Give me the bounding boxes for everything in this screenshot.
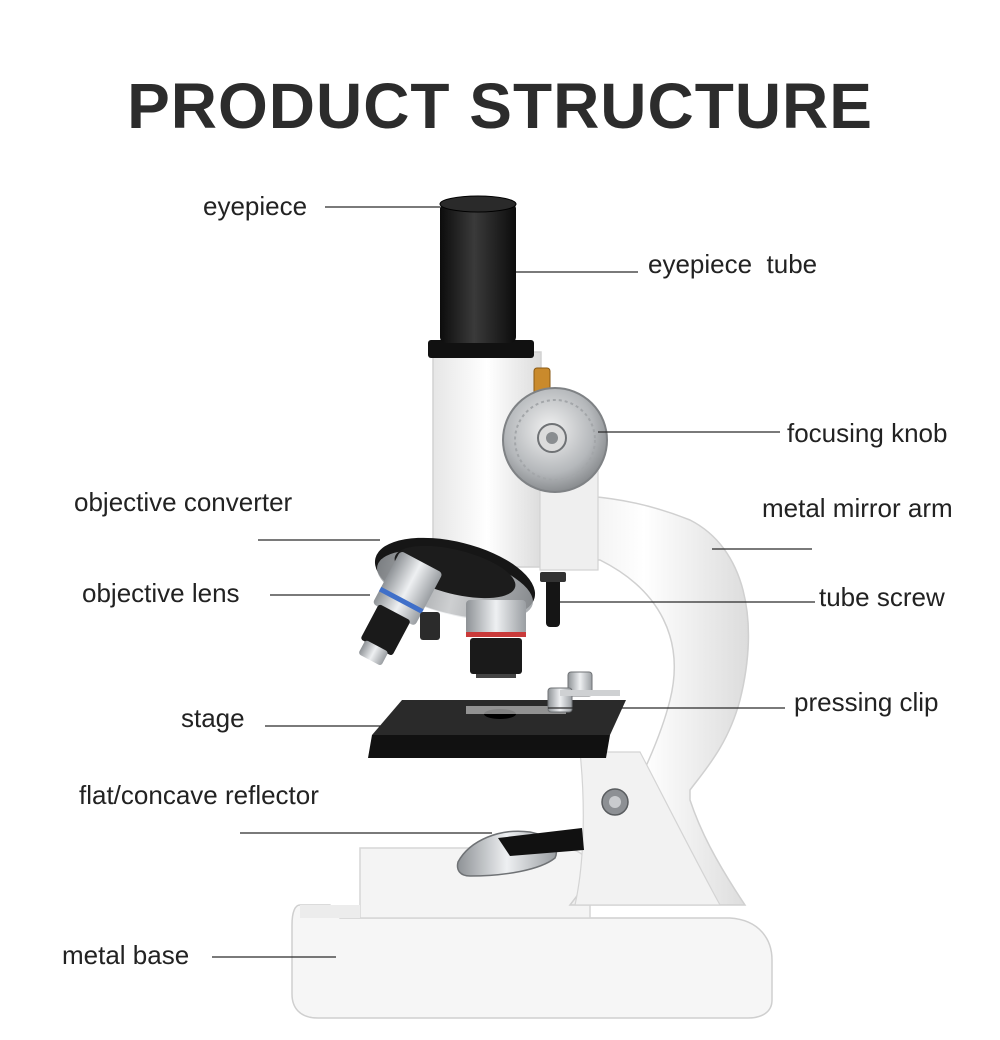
label-eyepiece: eyepiece bbox=[203, 191, 307, 221]
microscope-illustration bbox=[291, 195, 773, 1019]
page-title: PRODUCT STRUCTURE bbox=[127, 70, 873, 142]
label-eyepiece-tube: eyepiece tube bbox=[648, 249, 817, 279]
label-metal-base: metal base bbox=[62, 940, 189, 970]
body-tube-shape bbox=[432, 351, 599, 571]
label-focusing-knob: focusing knob bbox=[787, 418, 947, 448]
label-tube-screw: tube screw bbox=[819, 582, 945, 612]
metal-mirror-arm-shape bbox=[539, 495, 750, 906]
leader-lines bbox=[212, 206, 815, 958]
stage-shape bbox=[368, 700, 626, 758]
label-objective-lens: objective lens bbox=[82, 578, 240, 608]
objective-lens-shape bbox=[359, 552, 526, 678]
label-flat-concave-reflector: flat/concave reflector bbox=[79, 780, 319, 810]
tube-screw-shape bbox=[540, 572, 566, 627]
label-stage: stage bbox=[181, 703, 245, 733]
part-labels: eyepiece eyepiece tube focusing knob met… bbox=[62, 191, 953, 970]
focusing-knob-shape bbox=[502, 387, 608, 493]
label-metal-mirror-arm: metal mirror arm bbox=[762, 493, 953, 523]
label-pressing-clip: pressing clip bbox=[794, 687, 939, 717]
reflector-shape bbox=[456, 828, 584, 877]
pressing-clip-shape bbox=[547, 671, 620, 713]
label-objective-converter: objective converter bbox=[74, 487, 293, 517]
eyepiece-shape bbox=[428, 195, 534, 358]
